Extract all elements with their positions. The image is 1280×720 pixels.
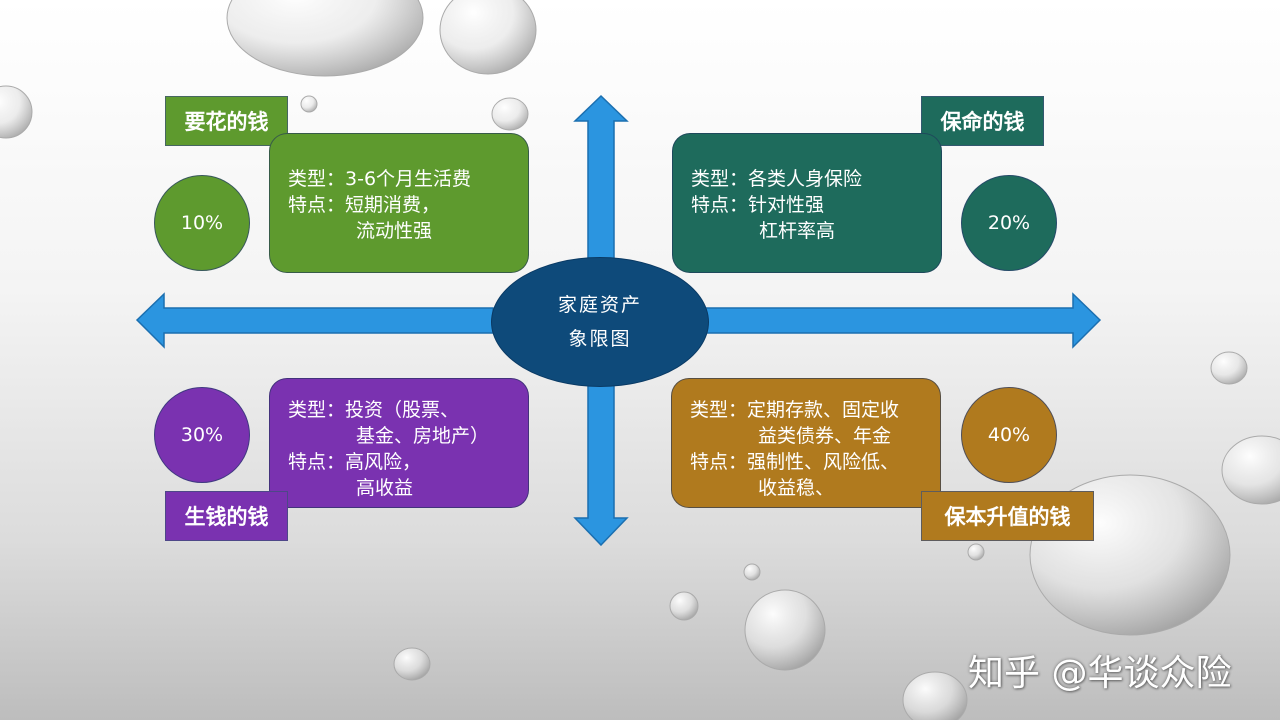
feature-value-cont: 高收益 — [356, 477, 414, 499]
watermark: 知乎 @华谈众险 — [968, 653, 1232, 694]
percent-protect: 20% — [987, 212, 1031, 234]
percent-spend: 10% — [180, 212, 224, 234]
type-value-cont: 益类债券、年金 — [758, 425, 892, 447]
feature-label: 特点： — [691, 194, 749, 216]
water-drop — [439, 0, 537, 75]
water-drop — [491, 97, 529, 131]
water-drop — [393, 647, 431, 681]
water-drop — [226, 0, 424, 77]
tag-spend-label: 要花的钱 — [184, 110, 269, 134]
water-drop — [744, 589, 826, 671]
arrow-left — [135, 292, 494, 349]
water-drop — [300, 95, 318, 113]
water-drop — [0, 85, 33, 139]
tag-protect-money: 保命的钱 — [921, 96, 1044, 146]
percent-grow: 30% — [180, 424, 224, 446]
type-value: 3-6个月生活费 — [345, 168, 472, 190]
tag-preserve-label: 保本升值的钱 — [944, 505, 1071, 529]
tag-grow-label: 生钱的钱 — [184, 505, 269, 529]
tag-spend-money: 要花的钱 — [165, 96, 288, 146]
feature-label: 特点： — [690, 451, 748, 473]
feature-value-cont: 流动性强 — [356, 220, 433, 242]
percent-circle-spend: 10% — [154, 175, 250, 271]
feature-label: 特点： — [288, 194, 346, 216]
tag-preserve-money: 保本升值的钱 — [921, 491, 1094, 541]
center-title-ellipse: 家庭资产 象限图 — [491, 257, 709, 387]
feature-value-cont: 杠杆率高 — [759, 220, 836, 242]
tag-grow-money: 生钱的钱 — [165, 491, 288, 541]
center-title-line2: 象限图 — [568, 328, 632, 350]
type-value: 定期存款、固定收 — [747, 399, 900, 421]
water-drop — [967, 543, 985, 561]
type-label: 类型： — [690, 399, 748, 421]
info-box-grow: 类型：投资（股票、 基金、房地产） 特点：高风险， 高收益 — [269, 378, 529, 508]
info-box-spend: 类型：3-6个月生活费 特点：短期消费， 流动性强 — [269, 133, 529, 273]
info-box-preserve: 类型：定期存款、固定收 益类债券、年金 特点：强制性、风险低、 收益稳、 — [671, 378, 941, 508]
percent-preserve: 40% — [987, 424, 1031, 446]
feature-value: 短期消费， — [345, 194, 441, 216]
feature-value: 高风险， — [345, 451, 422, 473]
feature-value: 针对性强 — [748, 194, 825, 216]
type-value-cont: 基金、房地产） — [356, 425, 490, 447]
water-drop — [1210, 351, 1248, 385]
arrow-up — [573, 94, 629, 263]
feature-value: 强制性、风险低、 — [747, 451, 900, 473]
water-drop — [669, 591, 699, 621]
type-value: 投资（股票、 — [345, 399, 460, 421]
arrow-down — [573, 381, 629, 547]
arrow-right — [703, 292, 1102, 349]
water-drop — [1221, 435, 1280, 505]
water-drop — [743, 563, 761, 581]
percent-circle-grow: 30% — [154, 387, 250, 483]
water-drop — [902, 671, 968, 720]
center-title-line1: 家庭资产 — [557, 294, 642, 316]
type-label: 类型： — [288, 168, 346, 190]
percent-circle-preserve: 40% — [961, 387, 1057, 483]
feature-label: 特点： — [288, 451, 346, 473]
info-box-protect: 类型：各类人身保险 特点：针对性强 杠杆率高 — [672, 133, 942, 273]
percent-circle-protect: 20% — [961, 175, 1057, 271]
feature-value-cont: 收益稳、 — [758, 477, 835, 499]
type-value: 各类人身保险 — [748, 168, 863, 190]
tag-protect-label: 保命的钱 — [940, 110, 1025, 134]
type-label: 类型： — [691, 168, 749, 190]
type-label: 类型： — [288, 399, 346, 421]
